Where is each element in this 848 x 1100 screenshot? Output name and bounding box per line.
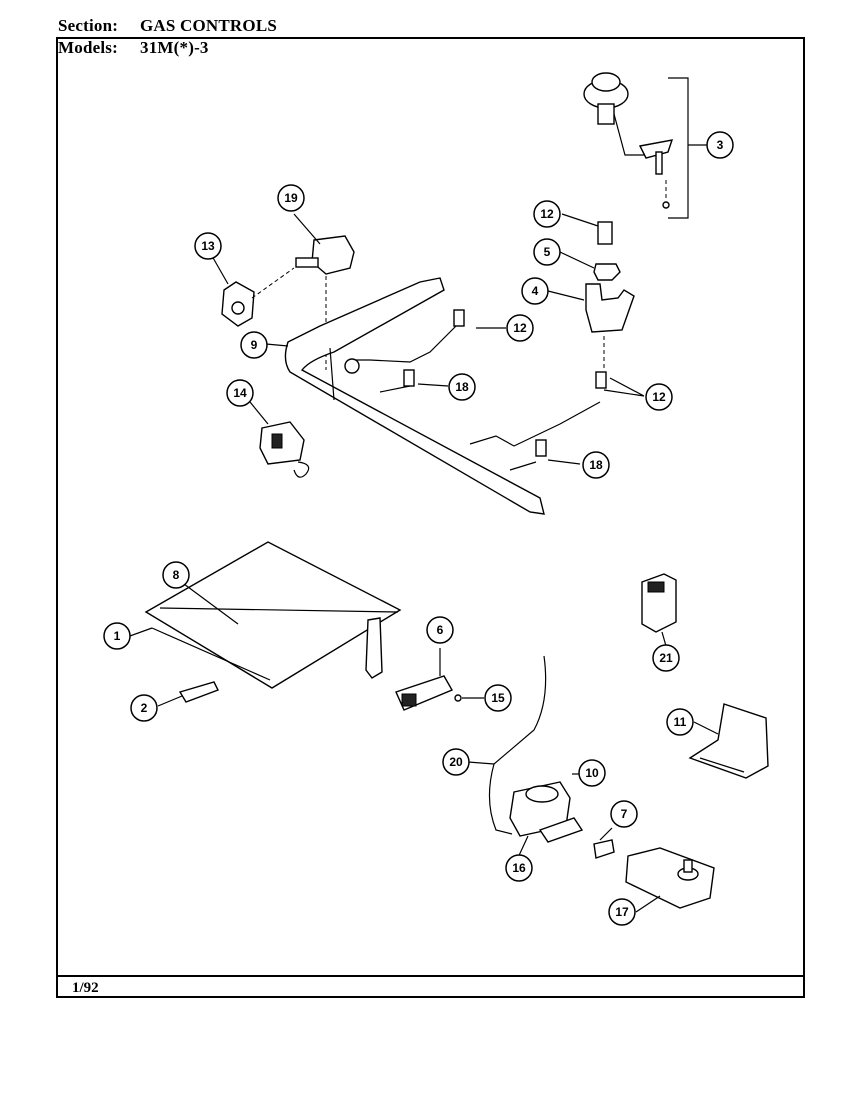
callout-label: 11: [674, 715, 687, 729]
callout-11: 11: [666, 708, 694, 736]
callout-label: 15: [491, 691, 505, 705]
footer-date: 1/92: [72, 980, 99, 996]
regulator-drawing: [211, 255, 295, 327]
callout-4: 4: [521, 277, 549, 305]
callout-12: 12: [506, 314, 534, 342]
callout-3: 3: [706, 131, 734, 159]
callout-label: 16: [512, 861, 526, 875]
callout-17: 17: [608, 898, 636, 926]
callout-label: 19: [284, 191, 298, 205]
clamp-drawing: [249, 401, 310, 478]
callout-15: 15: [484, 684, 512, 712]
valve-drawing: [293, 213, 355, 370]
callout-label: 20: [449, 755, 463, 769]
callout-5: 5: [533, 238, 561, 266]
callout-13: 13: [194, 232, 222, 260]
callout-1: 1: [103, 622, 131, 650]
callout-19: 19: [277, 184, 305, 212]
callout-21: 21: [652, 644, 680, 672]
models-value: 31M(*)-3: [140, 38, 209, 57]
callout-7: 7: [610, 800, 638, 828]
knob-assembly-drawing: [583, 72, 708, 219]
callout-label: 14: [233, 386, 247, 400]
footer-divider: [56, 975, 805, 977]
callout-label: 6: [437, 623, 444, 637]
callout-20: 20: [442, 748, 470, 776]
callout-label: 12: [652, 390, 666, 404]
diagram-frame: [56, 37, 805, 998]
thermostat-drawing: [467, 655, 715, 913]
callout-9: 9: [240, 331, 268, 359]
burner-tube-drawing: [395, 648, 484, 711]
mounting-bracket-drawing: [688, 703, 769, 779]
callout-label: 18: [455, 380, 469, 394]
callout-label: 12: [540, 207, 554, 221]
manifold-drawing: [265, 277, 645, 515]
switch-drawing: [641, 573, 677, 647]
callout-label: 13: [201, 239, 215, 253]
models-label: Models:: [58, 38, 118, 57]
callout-label: 10: [585, 766, 599, 780]
callout-16: 16: [505, 854, 533, 882]
callout-label: 12: [513, 321, 527, 335]
callout-label: 18: [589, 458, 603, 472]
callout-label: 1: [114, 629, 121, 643]
callout-14: 14: [226, 379, 254, 407]
callout-12: 12: [533, 200, 561, 228]
callout-18: 18: [448, 373, 476, 401]
section-label: Section:: [58, 16, 119, 35]
callout-label: 7: [621, 807, 628, 821]
callout-6: 6: [426, 616, 454, 644]
orifice-fitting-drawing: [547, 213, 635, 370]
callout-label: 21: [659, 651, 673, 665]
callout-label: 5: [544, 245, 551, 259]
callout-label: 3: [717, 138, 724, 152]
callout-8: 8: [162, 561, 190, 589]
callout-label: 8: [173, 568, 180, 582]
callout-label: 9: [251, 338, 258, 352]
heat-shield-drawing: [129, 541, 402, 707]
callout-label: 17: [615, 905, 629, 919]
callout-label: 2: [141, 701, 148, 715]
callout-10: 10: [578, 759, 606, 787]
callout-12: 12: [645, 383, 673, 411]
callout-18: 18: [582, 451, 610, 479]
section-title: GAS CONTROLS: [140, 16, 278, 35]
callout-2: 2: [130, 694, 158, 722]
callout-label: 4: [532, 284, 539, 298]
